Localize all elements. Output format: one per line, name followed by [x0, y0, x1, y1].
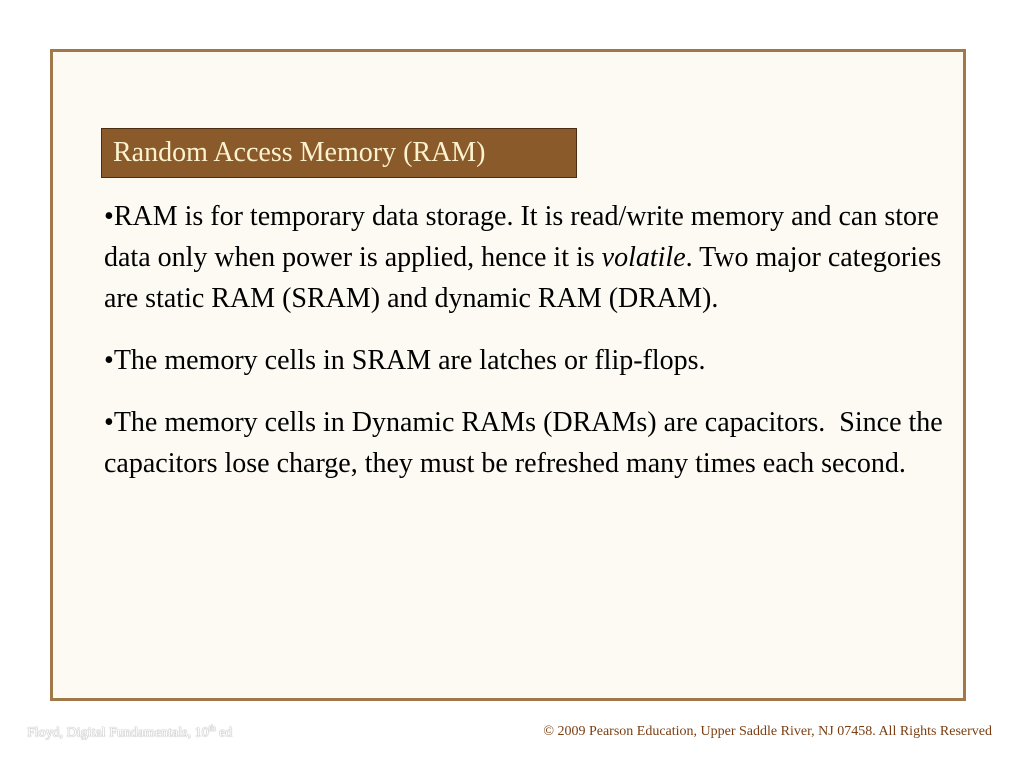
footer-copyright: © 2009 Pearson Education, Upper Saddle R…: [543, 724, 992, 739]
bullet-text: The memory cells in Dynamic RAMs (DRAMs)…: [104, 407, 950, 479]
footer-edition-sup: th: [208, 723, 216, 733]
emphasis-volatile: volatile: [601, 242, 686, 273]
footer-book-title: Floyd, Digital Fundamentals, 10: [27, 725, 209, 741]
slide-title-box: Random Access Memory (RAM): [101, 128, 577, 178]
footer-book-credit: Floyd, Digital Fundamentals, 10th ed: [27, 723, 232, 742]
bullet-marker: •: [104, 201, 114, 232]
slide-title: Random Access Memory (RAM): [113, 137, 486, 168]
bullet-dram-cells: •The memory cells in Dynamic RAMs (DRAMs…: [104, 402, 944, 484]
bullet-marker: •: [104, 345, 114, 376]
bullet-sram-cells: •The memory cells in SRAM are latches or…: [104, 340, 944, 381]
slide-content: •RAM is for temporary data storage. It i…: [104, 196, 944, 505]
bullet-text-continued: . Two major categories are static RAM (S…: [104, 242, 942, 314]
bullet-ram-definition: •RAM is for temporary data storage. It i…: [104, 196, 944, 319]
footer-edition-suffix: ed: [215, 725, 233, 741]
bullet-text: RAM is for temporary data storage. It is…: [104, 201, 939, 273]
bullet-marker: •: [104, 407, 114, 438]
bullet-text: The memory cells in SRAM are latches or …: [113, 345, 706, 376]
